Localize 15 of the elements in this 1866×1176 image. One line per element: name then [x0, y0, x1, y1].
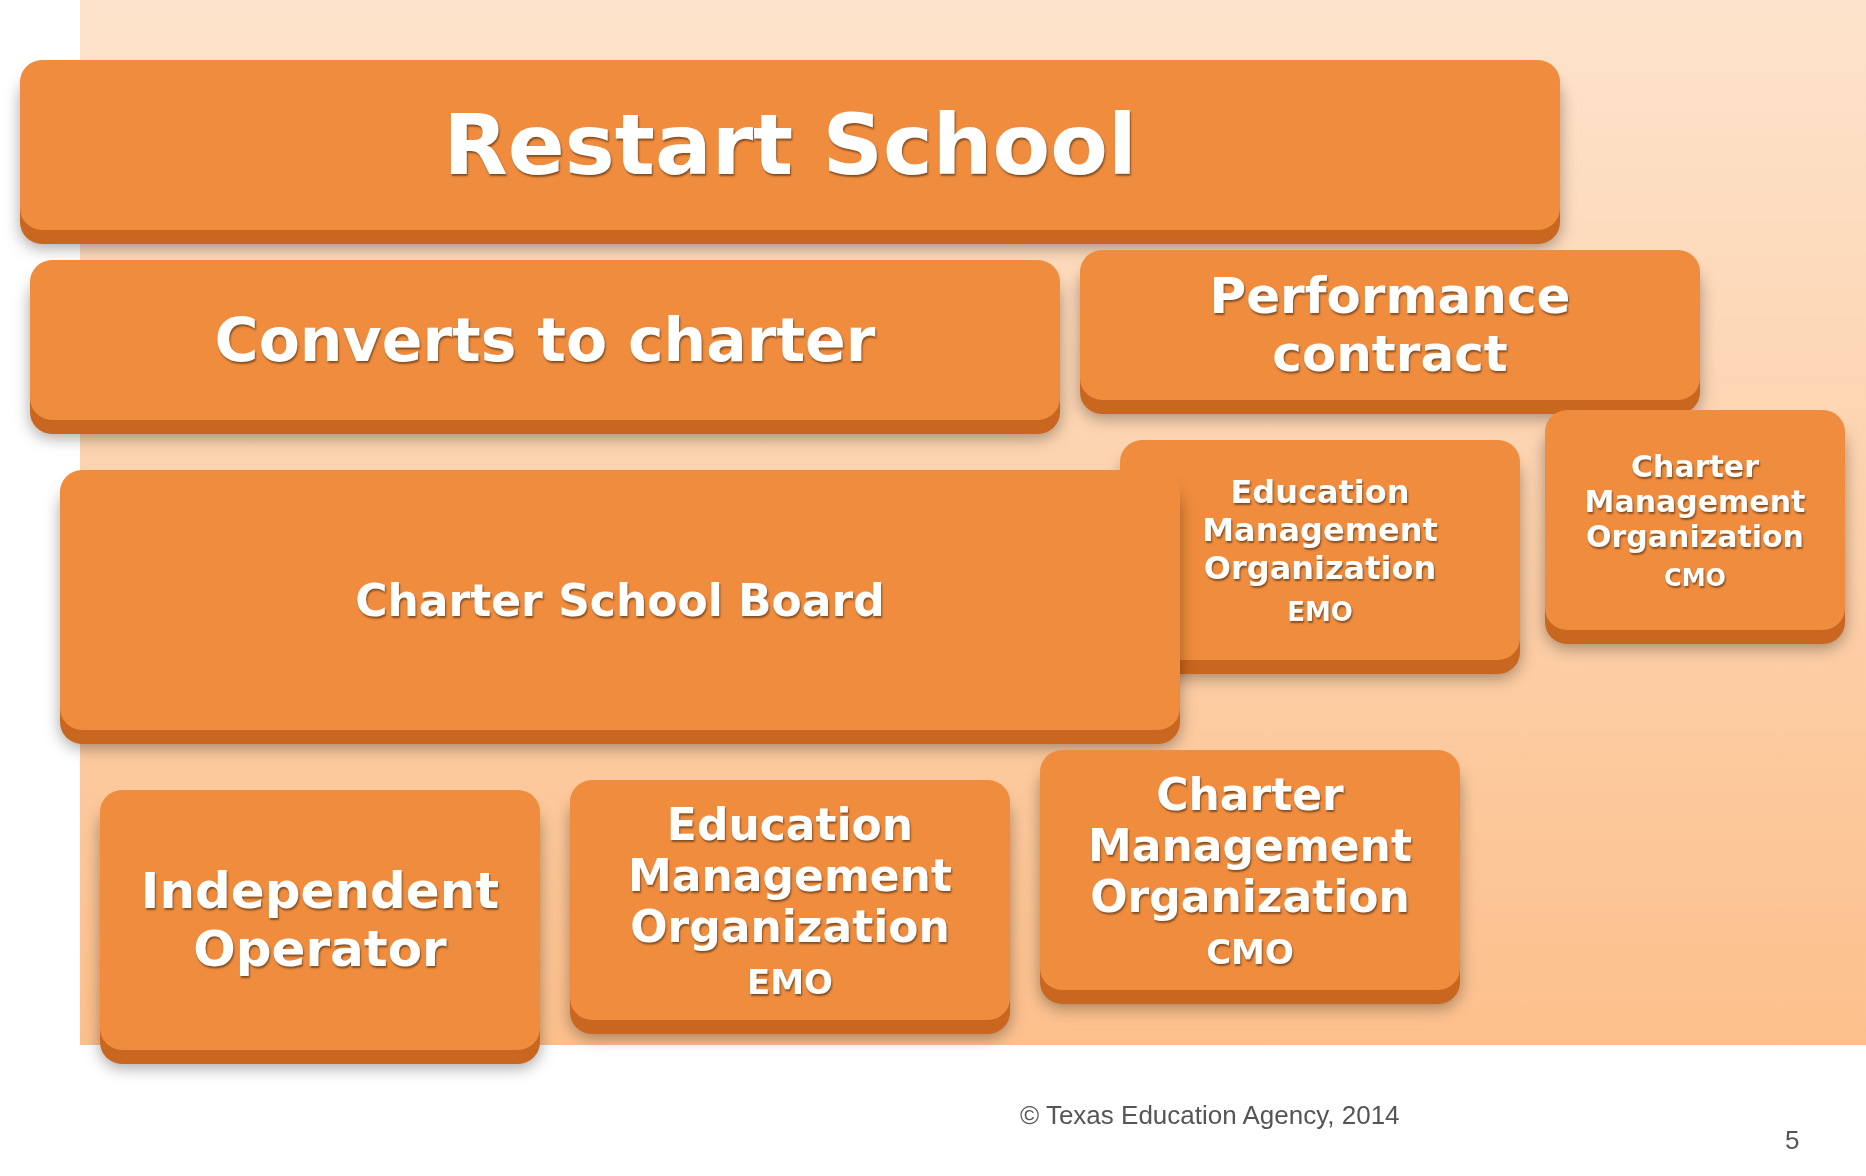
tile-label: Performance contract [1208, 267, 1572, 383]
tile-label: Education Management Organization [1201, 473, 1439, 587]
abbreviation-label: EMO [1287, 597, 1353, 627]
tile-label: Education Management Organization [627, 798, 953, 952]
abbreviation-label: CMO [1206, 931, 1294, 972]
tile-label: Converts to charter [214, 305, 876, 375]
tile-label: Charter Management Organization [1087, 768, 1413, 922]
abbreviation-label: EMO [747, 961, 833, 1002]
tile-label: Restart School [443, 96, 1137, 194]
abbreviation-label: CMO [1664, 563, 1726, 592]
tile-label: Charter Management Organization [1583, 448, 1807, 554]
tile-label: Independent Operator [139, 862, 501, 978]
page-number: 5 [1785, 1125, 1800, 1156]
tile-label: Charter School Board [355, 574, 885, 626]
copyright-note: © Texas Education Agency, 2014 [1020, 1100, 1400, 1131]
